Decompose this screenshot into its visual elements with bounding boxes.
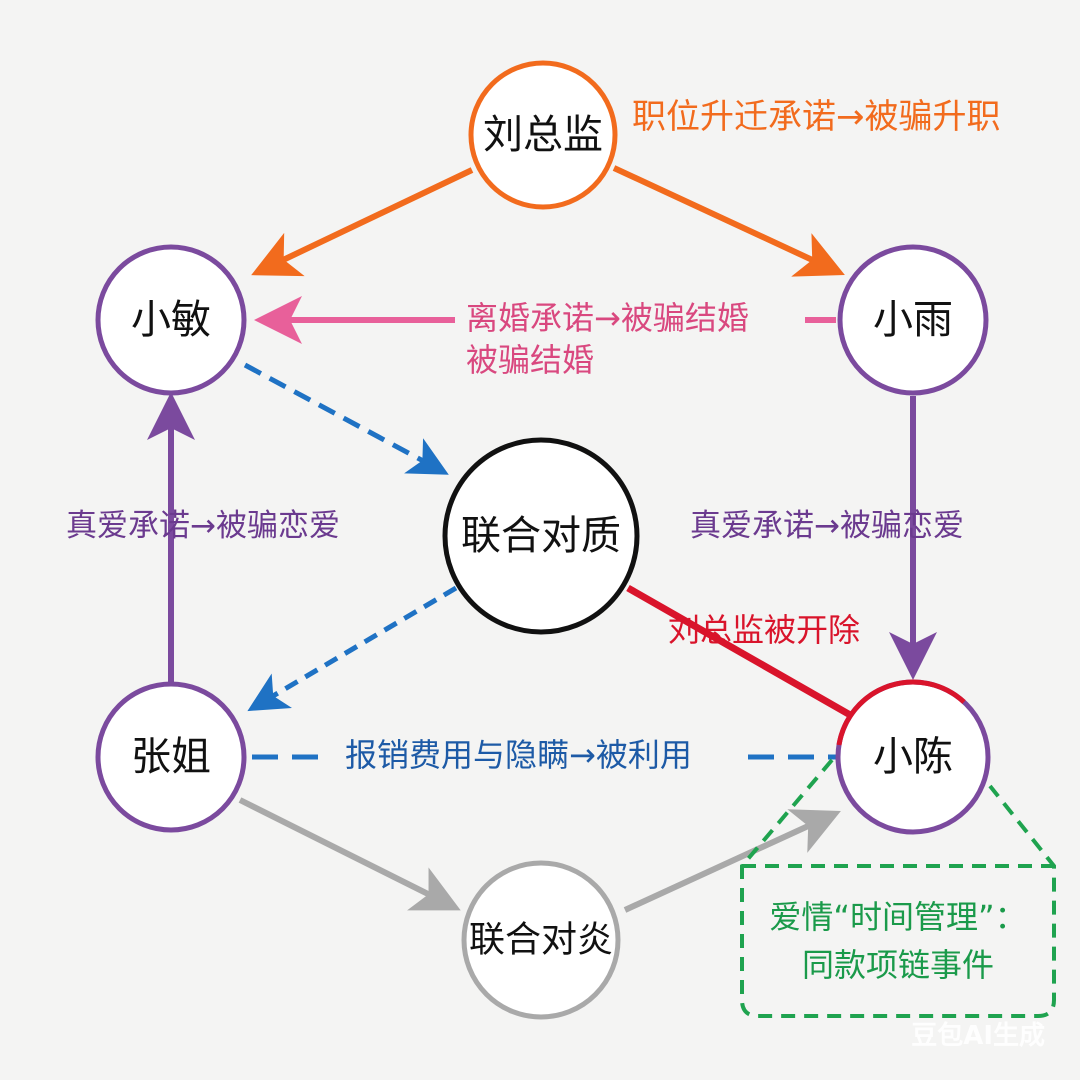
callout-box	[740, 758, 1056, 1018]
edge-xiaomin-to-confront	[243, 362, 449, 475]
node-label: 刘总监	[483, 112, 603, 158]
node-director[interactable]: 刘总监	[468, 60, 618, 210]
node-label: 小陈	[873, 734, 953, 780]
edge-confront-to-xiaochen	[626, 584, 854, 720]
node-label: 张姐	[131, 734, 211, 780]
edge-director-to-xiaomin	[251, 167, 474, 277]
node-joint-attack[interactable]: 联合对炎	[461, 860, 621, 1020]
edge-attack-to-xiaochen	[623, 809, 841, 913]
node-label: 联合对质	[461, 513, 621, 559]
edge-director-to-xiaoyu	[612, 165, 845, 277]
label-divorce-line1: 离婚承诺→被骗结婚	[466, 299, 749, 337]
label-divorce-line2: 被骗结婚	[466, 341, 594, 379]
edge-zhangjie-to-attack	[238, 797, 461, 911]
node-label: 联合对炎	[469, 920, 613, 961]
node-confront[interactable]: 联合对质	[442, 437, 640, 635]
callout-line1: 爱情“时间管理”：	[769, 898, 1026, 936]
label-true-love-right: 真爱承诺→被骗恋爱	[690, 508, 964, 544]
watermark: 豆包AI生成	[911, 1020, 1045, 1051]
callout-line2: 同款项链事件	[802, 946, 994, 984]
node-xiaoyu[interactable]: 小雨	[837, 244, 989, 396]
label-fired: 刘总监被开除	[668, 611, 860, 649]
node-label: 小敏	[131, 297, 211, 343]
label-expense: 报销费用与隐瞒→被利用	[345, 736, 692, 774]
node-label: 小雨	[873, 297, 953, 343]
node-xiaochen[interactable]: 小陈	[835, 679, 991, 835]
edge-confront-to-zhangjie	[247, 585, 458, 712]
node-xiaomin[interactable]: 小敏	[95, 244, 247, 396]
label-true-love-left: 真爱承诺→被骗恋爱	[66, 508, 340, 544]
label-promotion: 职位升迁承诺→被骗升职	[632, 97, 1001, 137]
node-zhangjie[interactable]: 张姐	[95, 681, 247, 833]
